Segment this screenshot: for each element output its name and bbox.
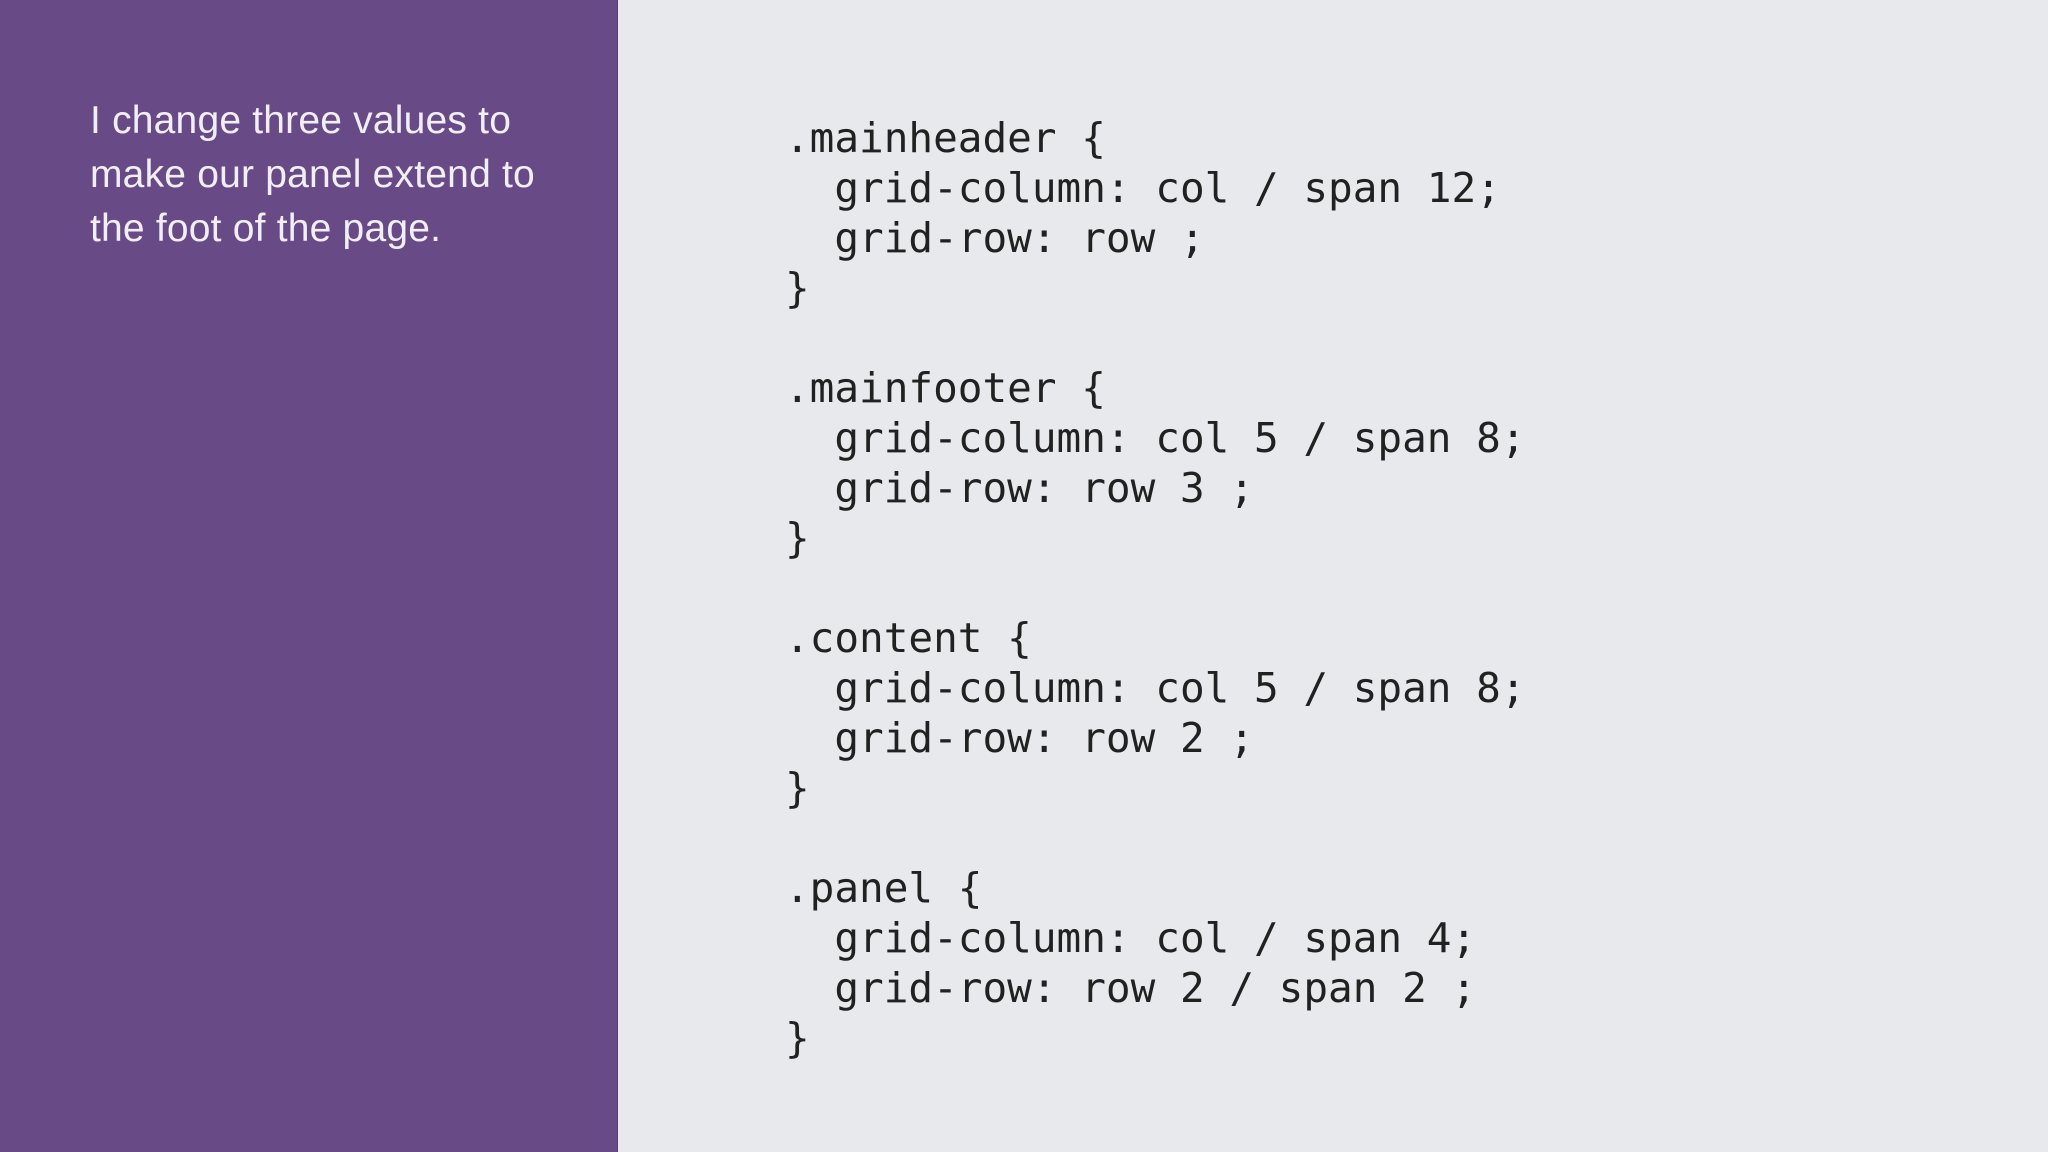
code-block-content: .content { grid-column: col 5 / span 8; …: [785, 614, 1526, 812]
code-block-panel: .panel { grid-column: col / span 4; grid…: [785, 864, 1477, 1062]
caption-panel: I change three values to make our panel …: [0, 0, 618, 1152]
code-block-mainheader: .mainheader { grid-column: col / span 12…: [785, 114, 1501, 312]
caption-text: I change three values to make our panel …: [90, 99, 535, 250]
code-panel: .mainheader { grid-column: col / span 12…: [785, 113, 1526, 1113]
code-block-mainfooter: .mainfooter { grid-column: col 5 / span …: [785, 364, 1526, 562]
